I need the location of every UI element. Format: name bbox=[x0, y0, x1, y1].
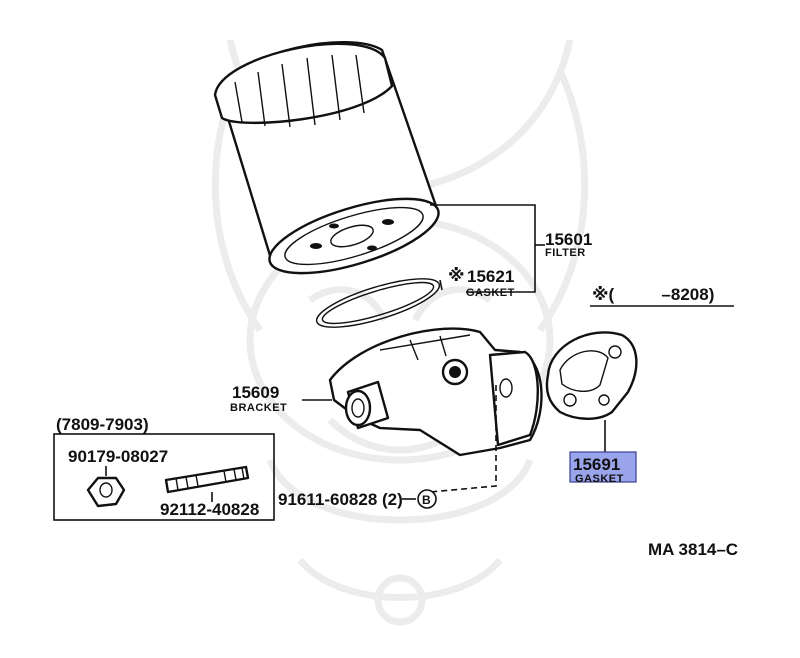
bolt-quantity: (2) bbox=[382, 490, 403, 509]
oil-filter-drawing bbox=[213, 40, 440, 275]
stud-bolt-drawing bbox=[164, 465, 250, 502]
filter-gasket-mark: ※ bbox=[448, 266, 465, 285]
bracket-gasket-drawing bbox=[545, 331, 638, 420]
stud-part-number: 92112-40828 bbox=[160, 500, 259, 519]
filter-part-number: 15601 bbox=[545, 230, 592, 249]
leader-lines bbox=[302, 204, 734, 493]
nut-drawing bbox=[86, 466, 126, 508]
bracket-part-number: 15609 bbox=[232, 383, 279, 402]
oil-filter-bracket-drawing bbox=[328, 327, 543, 457]
bracket-part-name: BRACKET bbox=[230, 402, 287, 414]
filter-gasket-part-number: 15621 bbox=[467, 267, 514, 286]
highlighted-part-box bbox=[569, 451, 637, 483]
nut-part-number: 90179-08027 bbox=[68, 447, 168, 466]
applicability-note: ※( –8208) bbox=[592, 285, 714, 304]
bolt-part-number: 91611-60828 bbox=[278, 490, 377, 509]
inset-date-range: (7809-7903) bbox=[56, 415, 149, 434]
diagram-code: MA 3814–C bbox=[648, 540, 738, 559]
inset-box bbox=[53, 433, 275, 521]
bracket-gasket-part-number[interactable]: 15691 bbox=[573, 455, 620, 474]
bolt-reference-letter: B bbox=[422, 493, 431, 507]
bracket-gasket-part-name: GASKET bbox=[575, 473, 624, 485]
filter-gasket-ring bbox=[315, 278, 441, 328]
filter-gasket-part-name: GASKET bbox=[466, 287, 515, 299]
bolt-reference-circle bbox=[417, 489, 437, 509]
filter-part-name: FILTER bbox=[545, 247, 586, 259]
